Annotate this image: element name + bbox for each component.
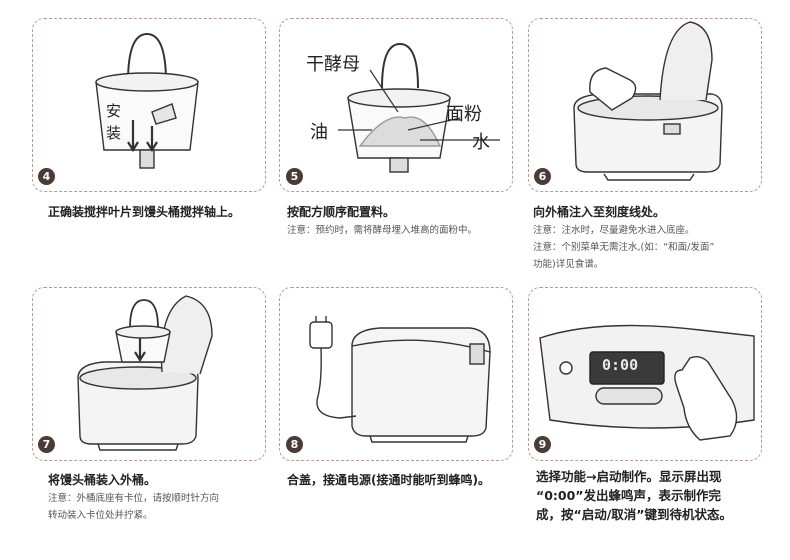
install-label-2: 装 <box>106 124 122 142</box>
step-9-line-1: 选择功能→启动制作。显示屏出现 <box>536 469 722 484</box>
step-6-note-2: 注意：个别菜单无需注水,(如：“和面/发面” <box>533 242 715 253</box>
step-6-title: 向外桶注入至刻度线处。 <box>533 205 666 219</box>
step-number-badge: 6 <box>534 168 551 185</box>
step-6-note-1: 注意：注水时，尽量避免水进入底座。 <box>533 225 695 236</box>
step-number-badge: 7 <box>38 436 55 453</box>
pour-water-illustration <box>573 21 723 181</box>
step-5-note: 注意：预约时，需将酵母埋入堆高的面粉中。 <box>287 225 478 236</box>
control-panel-illustration <box>539 324 755 441</box>
step-number-badge: 4 <box>38 168 55 185</box>
step-7-note-1: 注意：外桶底座有卡位，请按顺时针方向 <box>48 493 220 504</box>
step-9-line-2: “0:00”发出蜂鸣声，表示制作完 <box>536 488 722 503</box>
step-6-note-3: 功能)详见食谱。 <box>533 259 604 270</box>
step-8-title: 合盖，接通电源(接通时能听到蜂鸣)。 <box>287 473 490 487</box>
step-number-badge: 9 <box>534 436 551 453</box>
ingredients-bucket-illustration <box>338 42 500 173</box>
oil-label: 油 <box>310 122 328 143</box>
yeast-label: 干酵母 <box>306 54 360 75</box>
step-7-note-2: 转动装入卡位处并拧紧。 <box>48 510 153 521</box>
flour-label: 面粉 <box>446 104 482 125</box>
step-9-line-3: 成，按“启动/取消”键到待机状态。 <box>536 507 732 522</box>
closed-cooker-illustration <box>309 316 491 443</box>
step-7-title: 将馒头桶装入外桶。 <box>48 473 157 487</box>
step-4-title: 正确装搅拌叶片到馒头桶搅拌轴上。 <box>48 205 241 219</box>
insert-bucket-illustration <box>77 295 213 451</box>
bread-bucket-illustration <box>95 32 199 169</box>
water-label: 水 <box>472 132 490 153</box>
install-label-1: 安 <box>106 102 122 120</box>
lcd-display: 0:00 <box>602 356 639 374</box>
step-5-title: 按配方顺序配置料。 <box>287 205 396 219</box>
step-number-badge: 5 <box>286 168 303 185</box>
step-number-badge: 8 <box>286 436 303 453</box>
